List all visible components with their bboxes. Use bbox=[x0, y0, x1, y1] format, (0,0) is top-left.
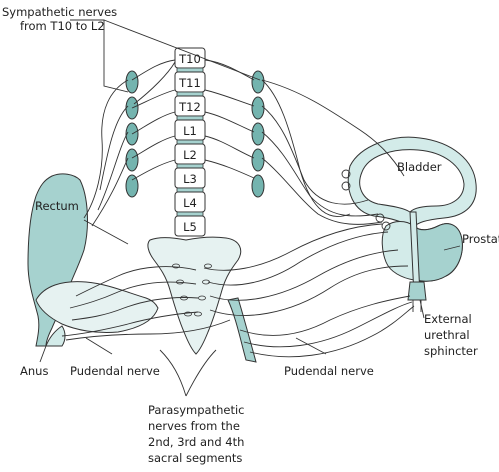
rectum-label: Rectum bbox=[35, 199, 79, 213]
bladder-inner-wall bbox=[359, 149, 465, 213]
sympathetic-label-line1: Sympathetic nerves bbox=[2, 5, 117, 19]
right-sympathetic-ganglion bbox=[251, 70, 265, 94]
right-sympathetic-ganglion bbox=[251, 174, 265, 198]
right-sympathetic-chain bbox=[251, 70, 265, 198]
vertebra-label-t11: T11 bbox=[178, 76, 201, 90]
parasympathetic-label-line4: sacral segments bbox=[148, 451, 242, 465]
sympathetic-label-line2: from T10 to L2 bbox=[20, 19, 105, 33]
bladder-label: Bladder bbox=[397, 160, 442, 174]
pudendal-nerve-left-label: Pudendal nerve bbox=[70, 364, 160, 378]
right-sympathetic-ganglion bbox=[251, 122, 265, 146]
vertebra-label-t12: T12 bbox=[178, 100, 201, 114]
intervertebral-disc bbox=[176, 115, 204, 121]
sacrum bbox=[147, 236, 242, 355]
prostate-lobe bbox=[413, 223, 463, 282]
pudendal-nerve-right-label: Pudendal nerve bbox=[284, 364, 374, 378]
intervertebral-disc bbox=[176, 91, 204, 97]
parasympathetic-label-line1: Parasympathetic bbox=[148, 403, 245, 417]
pelvic-bone bbox=[35, 281, 159, 333]
prostate-label: Prostate bbox=[462, 232, 499, 246]
nerve-fibres bbox=[61, 59, 415, 358]
external-urethral-sphincter bbox=[407, 281, 427, 301]
anal-canal-shape bbox=[45, 325, 66, 347]
sacral-plexus-band bbox=[227, 297, 257, 363]
vertebra-label-l1: L1 bbox=[183, 124, 197, 138]
right-sympathetic-ganglion bbox=[251, 96, 265, 120]
parasympathetic-label-line2: nerves from the bbox=[148, 419, 240, 433]
intervertebral-disc bbox=[176, 139, 204, 145]
sacral-foramen bbox=[172, 263, 180, 269]
sacral-foramen bbox=[180, 295, 188, 301]
left-sympathetic-ganglion bbox=[125, 70, 139, 94]
sphincter-label-line2: urethral bbox=[424, 328, 470, 342]
sphincter-label-line1: External bbox=[424, 312, 472, 326]
sphincter-label-line3: sphincter bbox=[424, 344, 478, 358]
vertebra-label-l5: L5 bbox=[183, 220, 197, 234]
right-sympathetic-ganglion bbox=[251, 148, 265, 172]
vertebra-label-l2: L2 bbox=[183, 148, 197, 162]
anus-label: Anus bbox=[20, 364, 48, 378]
vertebra-label-l4: L4 bbox=[183, 196, 197, 210]
vertebra-label-t10: T10 bbox=[178, 52, 201, 66]
sacral-foramen bbox=[204, 263, 212, 269]
vertebra-label-l3: L3 bbox=[183, 172, 197, 186]
parasympathetic-label-line3: 2nd, 3rd and 4th bbox=[148, 435, 244, 449]
vertebra-l5 bbox=[174, 215, 206, 237]
intervertebral-disc bbox=[176, 187, 204, 193]
left-sympathetic-ganglion bbox=[125, 148, 139, 172]
leader-lines bbox=[39, 19, 461, 397]
sacral-foramen bbox=[198, 295, 206, 301]
sacral-foramen bbox=[184, 311, 192, 317]
intervertebral-disc bbox=[176, 211, 204, 217]
intervertebral-disc bbox=[176, 163, 204, 169]
left-sympathetic-ganglion bbox=[125, 174, 139, 198]
intervertebral-disc bbox=[176, 67, 204, 73]
